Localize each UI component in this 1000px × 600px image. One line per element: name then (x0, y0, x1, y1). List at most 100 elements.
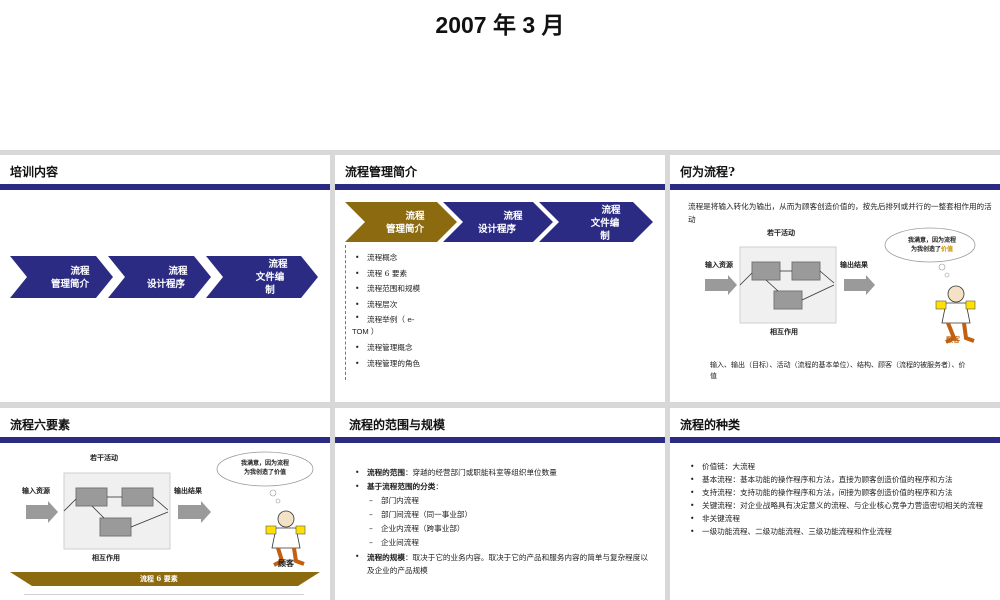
list-item-text: ：取决于它的业务内容。取决于它的产品和服务内容的简单与复杂程度以及企业的产品规模 (367, 553, 648, 575)
activity-node-2 (121, 487, 154, 507)
list-item: 流程概念 (353, 250, 463, 266)
step-label-3b: 文件编 (255, 271, 285, 283)
activities-box (63, 472, 171, 550)
activity-node-1 (751, 261, 781, 281)
process-steps: 流程 管理简介 流程 设计程序 流程 文件编 制 (10, 256, 318, 298)
speech-bubble (216, 451, 314, 487)
activities-label: 若干活动 (90, 453, 118, 462)
bubble-line-1: 我满意，因为流程 (907, 237, 956, 244)
list-item: 一级功能流程、二级功能流程、三级功能流程和作业流程 (688, 525, 983, 538)
interaction-label: 相互作用 (92, 553, 120, 562)
slide-title: 何为流程? (680, 165, 736, 179)
list-item: 基于流程范围的分类： (353, 480, 653, 494)
step-arrow-3 (206, 256, 318, 298)
definition-text: 流程是将输入转化为输出，从而为顾客创造价值的，按先后排列或并行的一整套相作用的活… (688, 202, 992, 224)
step-arrow-3 (539, 202, 653, 242)
list-item: 关键流程：对企业战略具有决定意义的流程、与企业核心竞争力营造密切相关的流程 (688, 499, 983, 512)
step-arrow-1-active (345, 202, 457, 242)
flow-line (765, 279, 779, 292)
bubble-value-word: 价值 (941, 246, 954, 253)
list-item: 流程 6 要素 (353, 266, 463, 282)
input-label: 输入资源 (22, 486, 50, 495)
list-item: 流程举例（ e- (353, 312, 463, 325)
list-item-text: ：穿越的经营部门或职能科室等组织单位数量 (404, 468, 557, 477)
list-item-text: ： (435, 482, 443, 491)
slide-six[interactable]: 流程六要素 若干活动 输入资源 输出结果 相互作用 我满意，因为流程 为我创造了… (0, 408, 330, 600)
list-item: 部门内流程 (353, 494, 653, 508)
page-title: 2007 年 3 月 (435, 12, 565, 38)
activities-label: 若干活动 (767, 228, 795, 237)
slide-title: 培训内容 (10, 165, 59, 179)
step-label-3c: 制 (600, 230, 610, 242)
list-item: 流程管理概念 (353, 340, 463, 356)
list-item: 部门间流程（同一事业部） (353, 508, 653, 522)
process-steps: 流程 管理简介 流程 设计程序 流程 文件编 制 (345, 202, 653, 242)
customer-figure (935, 285, 976, 344)
list-item: 流程管理的角色 (353, 356, 463, 372)
process-diagram (705, 227, 976, 344)
output-label: 输出结果 (840, 260, 868, 269)
step-label-2b: 设计程序 (478, 223, 517, 235)
footnote-text: 输入、输出（目标）、活动（流程的基本单位）、结构、顾客（流程的被服务者）、价值 (710, 361, 966, 380)
banner-label: 流程 6 要素 (140, 574, 178, 583)
intro-bullet-list-2: 流程管理概念 流程管理的角色 (353, 340, 463, 371)
bubble-line-2: 为我创造了 (910, 246, 941, 253)
list-item: 企业间流程 (353, 536, 653, 550)
activity-node-1 (75, 487, 108, 507)
list-item: 价值链：大流程 (688, 460, 983, 473)
step-label-1a: 流程 (70, 265, 90, 277)
slide-training[interactable]: 培训内容 流程 管理简介 流程 设计程序 流程 文件编 制 (0, 155, 330, 402)
output-label: 输出结果 (174, 486, 202, 495)
activities-box (739, 246, 837, 324)
list-item: 支持流程：支持功能的操作程序和方法，间接为顾客创造价值的程序和方法 (688, 486, 983, 499)
speech-bubble (884, 227, 976, 263)
interaction-label: 相互作用 (770, 327, 798, 336)
list-item-label: 基于流程范围的分类 (367, 482, 436, 491)
slide-intro[interactable]: 流程管理简介 流程 管理简介 流程 设计程序 流程 文件编 制 流程概念 流程 … (335, 155, 665, 402)
customer-figure (265, 510, 306, 567)
types-bullet-list: 价值链：大流程 基本流程：基本功能的操作程序和方法，直接为顾客创造价值的程序和方… (688, 460, 983, 538)
dashed-divider (345, 245, 346, 380)
step-label-2a: 流程 (168, 265, 188, 277)
step-arrow-2 (443, 202, 553, 242)
list-item: 流程层次 (353, 297, 463, 313)
list-item-label: 流程的范围 (367, 468, 405, 477)
list-item: 基本流程：基本功能的操作程序和方法，直接为顾客创造价值的程序和方法 (688, 473, 983, 486)
input-arrow (705, 275, 737, 295)
bubble-text: 我满意，因为流程 为我创造了价值 (229, 459, 301, 477)
bubble-text: 我满意，因为流程 为我创造了价值 (898, 236, 966, 254)
flow-line (130, 511, 169, 528)
title-bar (0, 437, 330, 443)
bubble-tail (938, 263, 946, 271)
bubble-tail (944, 272, 950, 278)
step-label-3a: 流程 (268, 258, 288, 270)
flow-line (739, 272, 753, 286)
slide-types[interactable]: 流程的种类 价值链：大流程 基本流程：基本功能的操作程序和方法，直接为顾客创造价… (670, 408, 1000, 600)
step-label-2a: 流程 (503, 210, 523, 222)
output-arrow (844, 275, 875, 295)
step-label-1a: 流程 (405, 210, 425, 222)
title-bar (335, 184, 665, 190)
intro-bullet-list: 流程概念 流程 6 要素 流程范围和规模 流程层次 流程举例（ e- (353, 250, 463, 325)
activity-node-2 (791, 261, 821, 281)
bubble-line-1: 我满意，因为流程 (240, 460, 289, 467)
step-arrow-1 (10, 256, 113, 298)
title-bar (670, 437, 1000, 443)
slide-scope[interactable]: 流程的范围与规模 流程的范围：穿越的经营部门或职能科室等组织单位数量 基于流程范… (335, 408, 665, 600)
step-label-2b: 设计程序 (147, 278, 186, 290)
step-arrow-2 (108, 256, 211, 298)
bubble-line-2: 为我创造了价值 (243, 469, 286, 476)
list-item-text: 流程举例（ e- (367, 315, 415, 325)
customer-label: 顾客 (946, 335, 960, 344)
step-label-1b: 管理简介 (51, 278, 90, 290)
six-elements-banner (10, 572, 320, 586)
slide-title: 流程管理简介 (345, 165, 418, 179)
list-item-wrap: TOM ） (352, 327, 379, 336)
output-arrow (178, 501, 211, 523)
step-label-3b: 文件编 (590, 217, 620, 229)
title-area: 2007 年 3 月 (0, 0, 1000, 150)
flow-line (63, 498, 77, 512)
activity-node-3 (99, 517, 132, 537)
title-bar (0, 184, 330, 190)
slide-what[interactable]: 何为流程? 流程是将输入转化为输出，从而为顾客创造价值的，按先后排列或并行的一整… (670, 155, 1000, 402)
